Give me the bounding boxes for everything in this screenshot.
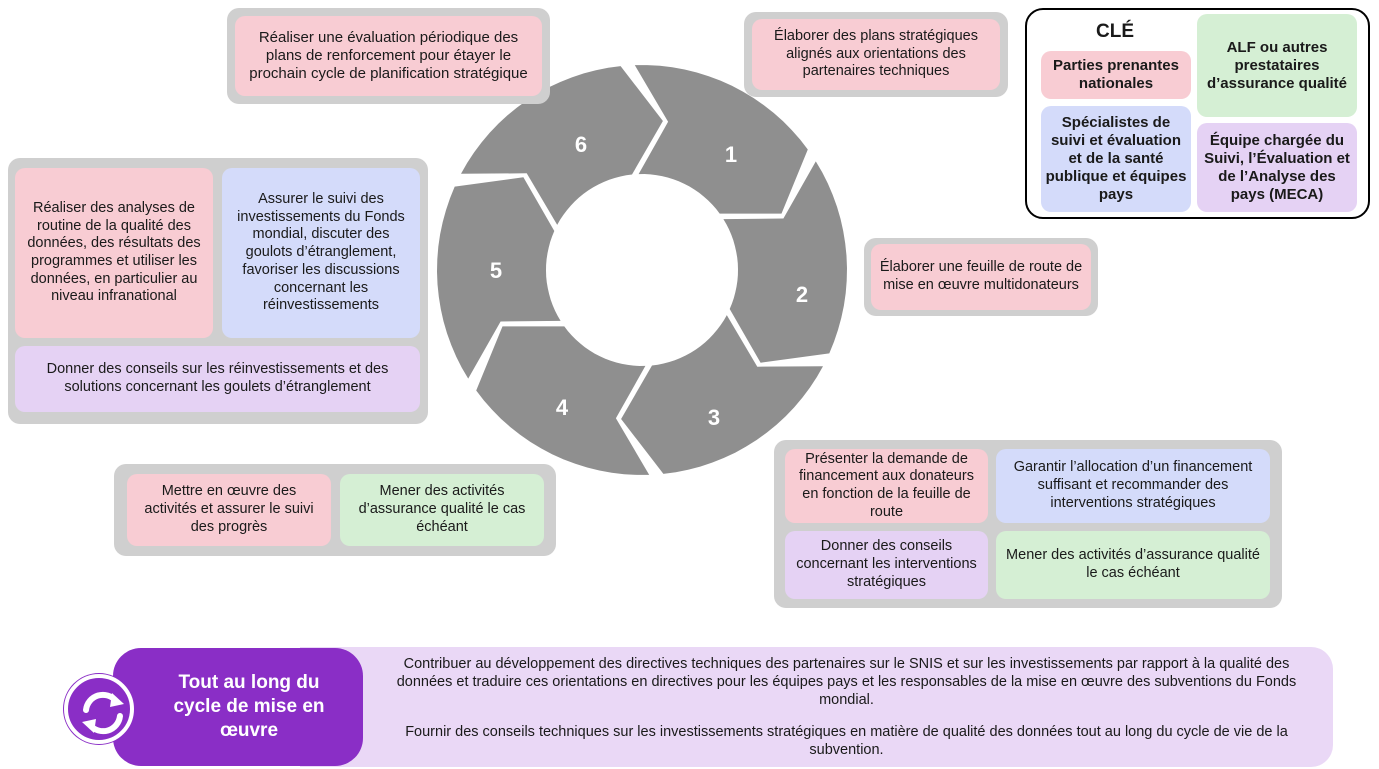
cycle-diagram [437, 65, 847, 475]
key-specialists: Spécialistes de suivi et évaluation et d… [1041, 106, 1191, 212]
step4-alf-box: Mener des activités d’assurance qualité … [340, 474, 544, 546]
key-national: Parties prenantes nationales [1041, 51, 1191, 99]
step5-meca-box: Donner des conseils sur les réinvestisse… [15, 346, 420, 412]
banner-label: Tout au long du cycle de mise en œuvre [113, 648, 363, 766]
sync-icon [82, 691, 124, 735]
step-number-6: 6 [574, 132, 588, 157]
banner-text-panel: Contribuer au développement des directiv… [300, 647, 1333, 767]
banner-text-1: Contribuer au développement des directiv… [396, 656, 1297, 709]
step-number-1: 1 [724, 142, 738, 167]
step2-box: Élaborer une feuille de route de mise en… [871, 244, 1091, 310]
step3-alf-box: Mener des activités d’assurance qualité … [996, 531, 1270, 599]
step6-box: Réaliser une évaluation périodique des p… [235, 16, 542, 96]
step-number-2: 2 [795, 282, 809, 307]
step-number-4: 4 [555, 395, 569, 420]
step1-box: Élaborer des plans stratégiques alignés … [752, 19, 1000, 90]
step3-specialists-box: Garantir l’allocation d’un financement s… [996, 449, 1270, 523]
cycle-arrow-4 [437, 177, 561, 379]
key-title: CLÉ [1096, 21, 1134, 42]
step-number-3: 3 [707, 405, 721, 430]
cycle-arrow-5 [461, 66, 663, 225]
key-meca: Équipe chargée du Suivi, l’Évaluation et… [1197, 123, 1357, 212]
cycle-arrow-2 [621, 315, 823, 474]
step4-national-box: Mettre en œuvre des activités et assurer… [127, 474, 331, 546]
step3-national-box: Présenter la demande de financement aux … [785, 449, 988, 523]
key-alf: ALF ou autres prestataires d’assurance q… [1197, 14, 1357, 117]
cycle-arrow-6 [634, 65, 808, 214]
step3-meca-box: Donner des conseils concernant les inter… [785, 531, 988, 599]
step5-specialists-box: Assurer le suivi des investissements du … [222, 168, 420, 338]
banner-text-2: Fournir des conseils techniques sur les … [405, 723, 1288, 758]
step-number-5: 5 [489, 258, 503, 283]
cycle-arrow-1 [723, 161, 847, 363]
step5-national-box: Réaliser des analyses de routine de la q… [15, 168, 213, 338]
cycle-arrow-3 [476, 326, 650, 475]
